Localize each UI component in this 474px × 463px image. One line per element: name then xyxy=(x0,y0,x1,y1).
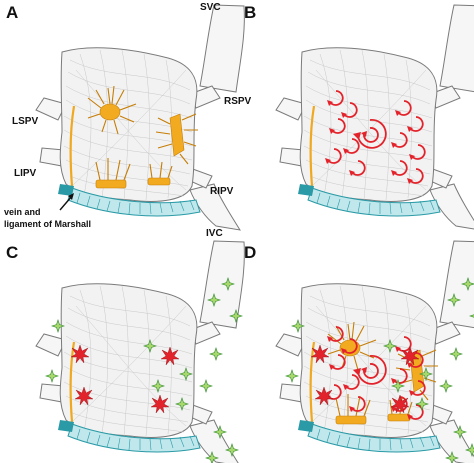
marshall-arrow xyxy=(59,195,73,211)
label-marshall-line1: vein and xyxy=(4,207,41,217)
label-lipv: LIPV xyxy=(14,168,37,179)
panel-d: D xyxy=(244,239,474,463)
label-marshall-line2: ligament of Marshall xyxy=(4,219,91,229)
heart-outline-d xyxy=(274,239,474,463)
label-svc: SVC xyxy=(200,2,221,13)
panel-a: A SVC LSPV RSPV LIPV RIPV IVC vein and l… xyxy=(4,2,252,239)
panel-c: C xyxy=(6,239,246,463)
marshall-arrowhead xyxy=(68,193,74,200)
panel-b: B xyxy=(244,3,474,232)
panel-letter-b: B xyxy=(244,3,256,22)
label-rspv: RSPV xyxy=(224,96,252,107)
label-ripv: RIPV xyxy=(210,186,234,197)
label-lspv: LSPV xyxy=(12,116,38,127)
panel-letter-c: C xyxy=(6,243,18,262)
panel-letter-a: A xyxy=(6,3,18,22)
heart-outline-c xyxy=(34,239,246,463)
panel-letter-d: D xyxy=(244,243,256,262)
heart-outline-b xyxy=(274,3,474,232)
label-ivc: IVC xyxy=(206,228,223,239)
